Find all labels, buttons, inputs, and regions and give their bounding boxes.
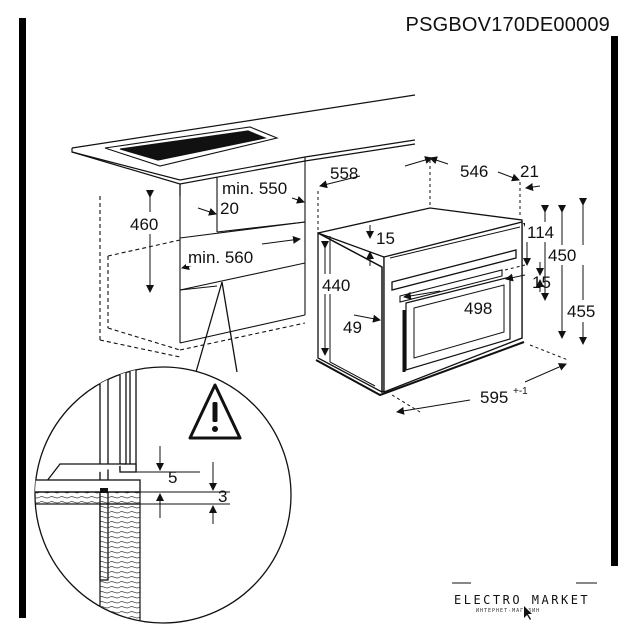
countertop xyxy=(71,94,416,196)
dim-498: 498 xyxy=(464,299,492,318)
right-border-bar xyxy=(611,36,618,566)
cabinet xyxy=(99,157,306,358)
cursor-icon xyxy=(524,606,532,620)
oven-body xyxy=(315,207,525,397)
cooktop xyxy=(104,126,279,167)
left-border-bar xyxy=(19,18,26,618)
logo-name: ELECTRO MARKET xyxy=(454,593,590,607)
dim-min-560: min. 560 xyxy=(188,248,253,267)
document-code: PSGBOV170DE00009 xyxy=(405,14,610,36)
dim-460: 460 xyxy=(130,215,158,234)
dim-558: 558 xyxy=(330,164,358,183)
dim-detail-3: 3 xyxy=(218,487,227,506)
dim-15-top: 15 xyxy=(376,229,395,248)
dim-49: 49 xyxy=(343,318,362,337)
dim-455: 455 xyxy=(567,302,595,321)
oven-labels: 558 546 21 15 440 114 450 15 498 49 455 … xyxy=(320,162,606,408)
dim-595: 595 xyxy=(480,388,508,407)
dim-detail-5: 5 xyxy=(168,468,177,487)
dim-450: 450 xyxy=(548,246,576,265)
dim-15-right: 15 xyxy=(532,273,551,292)
electro-market-logo: ELECTRO MARKET ИНТЕРНЕТ-МАГАЗИН xyxy=(452,582,597,620)
warning-triangle-icon xyxy=(188,383,242,440)
logo-tagline: ИНТЕРНЕТ-МАГАЗИН xyxy=(476,608,540,614)
detail-view: 5 3 xyxy=(35,367,230,623)
dim-min-550: min. 550 xyxy=(222,179,287,198)
dim-546: 546 xyxy=(460,162,488,181)
dim-21: 21 xyxy=(520,162,539,181)
detail-leader xyxy=(195,281,238,373)
dim-20: 20 xyxy=(220,199,239,218)
cabinet-labels: 460 min. 550 20 min. 560 xyxy=(128,179,287,267)
dim-114: 114 xyxy=(527,223,554,242)
dim-440: 440 xyxy=(322,276,350,295)
dim-595-tolerance: +-1 xyxy=(513,386,528,397)
